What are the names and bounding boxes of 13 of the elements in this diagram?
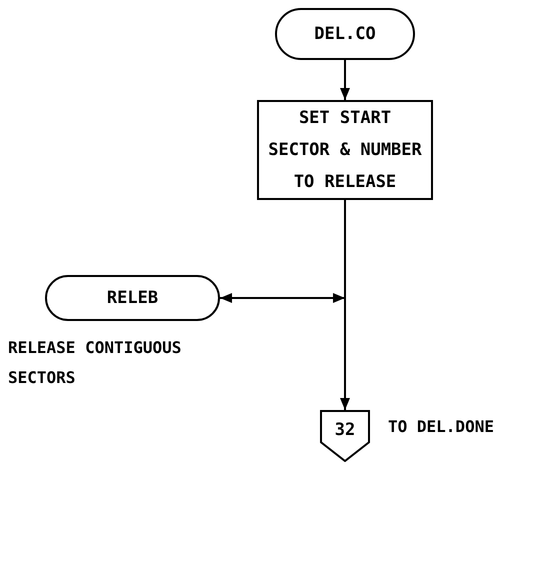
arrow <box>340 200 350 410</box>
node-label: DEL.CO <box>314 23 376 46</box>
off-page-connector <box>320 410 370 462</box>
node-label: RELEB <box>106 287 158 310</box>
arrow <box>220 293 345 303</box>
annotation-text: TO DEL.DONE <box>388 416 495 438</box>
node-label: 32 <box>334 419 356 442</box>
terminal-shape <box>45 275 220 321</box>
arrow <box>340 60 350 100</box>
node-label: SET START SECTOR & NUMBER TO RELEASE <box>267 107 423 194</box>
annotation-text: RELEASE CONTIGUOUS SECTORS <box>8 337 182 389</box>
terminal-shape <box>275 8 415 60</box>
process-box <box>257 100 433 200</box>
